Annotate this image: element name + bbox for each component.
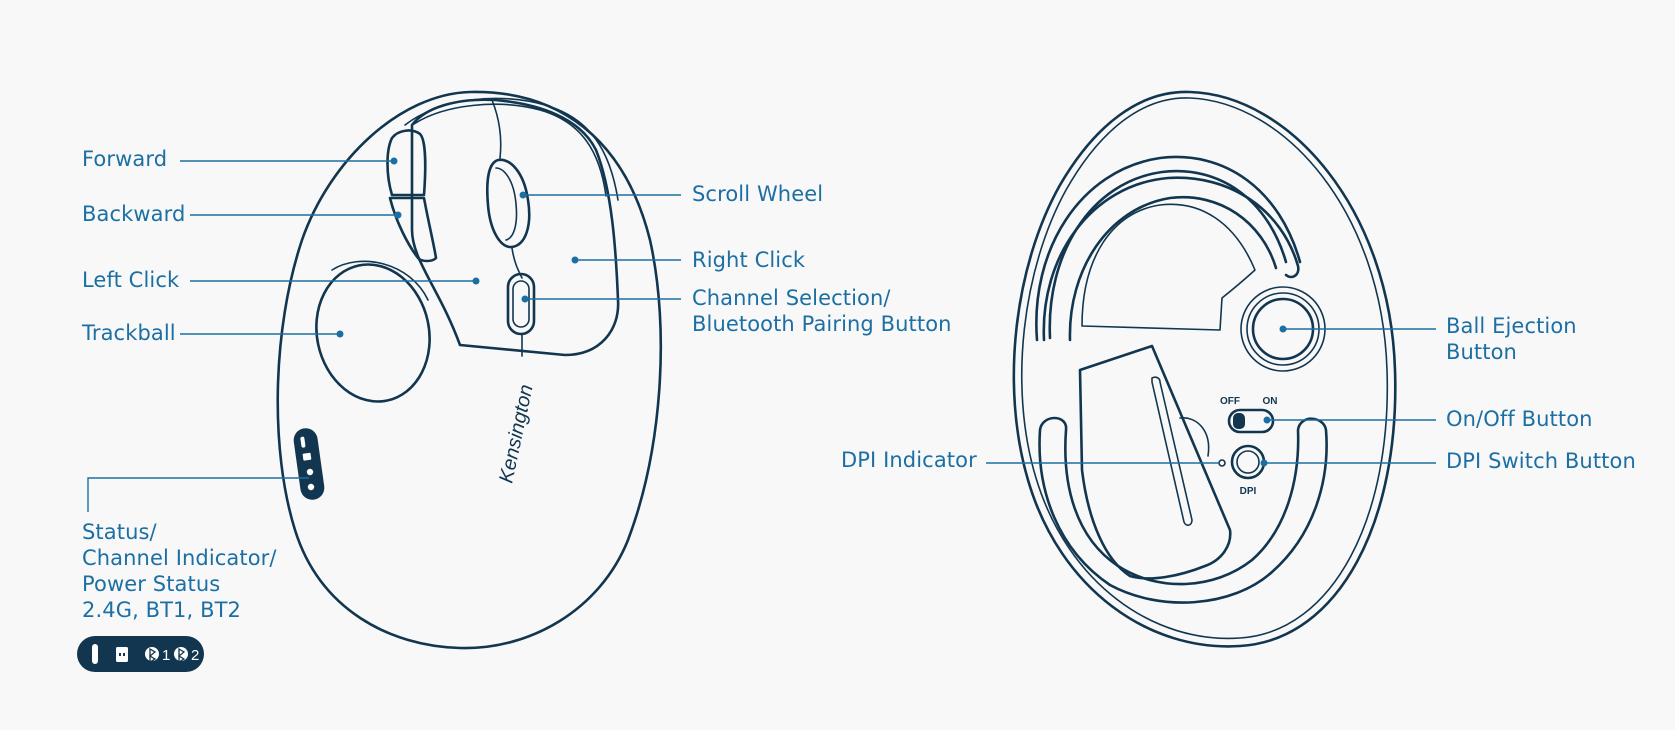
- bottom-view-mouse: OFF ON DPI: [1012, 90, 1397, 648]
- brand-logo: Kensington: [495, 383, 537, 485]
- label-dpi-switch: DPI Switch Button: [1446, 449, 1636, 473]
- bt1-label: 1: [162, 647, 170, 664]
- bt2-label: 2: [191, 647, 199, 664]
- leader-status: [87, 477, 309, 512]
- dpi-indicator-led: [1218, 459, 1226, 467]
- channel-button-inner: [512, 280, 530, 328]
- button-split-line: [491, 99, 523, 357]
- forward-button-shape: [386, 129, 427, 197]
- bottom-body-outline: [1012, 90, 1397, 648]
- channel-button-shape: [506, 272, 536, 336]
- bottom-track-outer-2: [1048, 169, 1288, 340]
- leader-lines: [87, 157, 1436, 512]
- label-dpi-indicator: DPI Indicator: [841, 448, 977, 472]
- trackball-shape: [315, 263, 431, 403]
- trackball-socket: [331, 260, 429, 301]
- label-backward: Backward: [82, 202, 186, 226]
- bluetooth-icon: [145, 647, 159, 664]
- status-badge: 1 2: [77, 636, 204, 672]
- bottom-arch-outer: [1042, 176, 1300, 342]
- bottom-lower-loop-outer: [1038, 416, 1328, 604]
- dpi-button-inner: [1236, 450, 1260, 474]
- bluetooth-icon: [174, 647, 188, 664]
- mouse-top-ridge-inner: [413, 103, 607, 197]
- on-off-switch-shape: [1227, 408, 1275, 434]
- scroll-wheel-shape: [486, 158, 531, 249]
- label-scroll-wheel: Scroll Wheel: [692, 182, 824, 206]
- label-channel-selection: Channel Selection/ Bluetooth Pairing But…: [692, 286, 952, 336]
- switch-on-label: ON: [1263, 396, 1278, 407]
- label-right-click: Right Click: [692, 248, 806, 272]
- on-off-switch-knob: [1233, 413, 1245, 429]
- label-trackball: Trackball: [82, 321, 176, 345]
- label-status-indicator: Status/ Channel Indicator/ Power Status …: [82, 520, 277, 622]
- scroll-wheel-inner: [495, 167, 518, 241]
- top-view-mouse: Kensington: [276, 90, 663, 650]
- bottom-track-outer: [1035, 155, 1302, 342]
- indicator-strip: [293, 428, 325, 500]
- dpi-text: DPI: [1240, 486, 1257, 497]
- bottom-body-rim: [1020, 97, 1389, 640]
- label-left-click: Left Click: [82, 268, 180, 292]
- bottom-arch-inner: [1068, 195, 1278, 342]
- battery-door: [1078, 344, 1232, 580]
- switch-off-label: OFF: [1220, 396, 1240, 407]
- button-panel: [410, 98, 620, 357]
- battery-icon: [92, 644, 98, 664]
- label-on-off: On/Off Button: [1446, 407, 1593, 431]
- battery-door-latch: [1179, 417, 1210, 457]
- mouse-body-outline: [276, 90, 663, 650]
- backward-button-shape: [388, 196, 438, 263]
- usb-dongle-icon: [116, 647, 128, 662]
- bottom-window: [1081, 203, 1256, 331]
- label-forward: Forward: [82, 147, 168, 171]
- battery-door-slot: [1151, 376, 1193, 526]
- label-ball-ejection: Ball Ejection Button: [1446, 314, 1577, 364]
